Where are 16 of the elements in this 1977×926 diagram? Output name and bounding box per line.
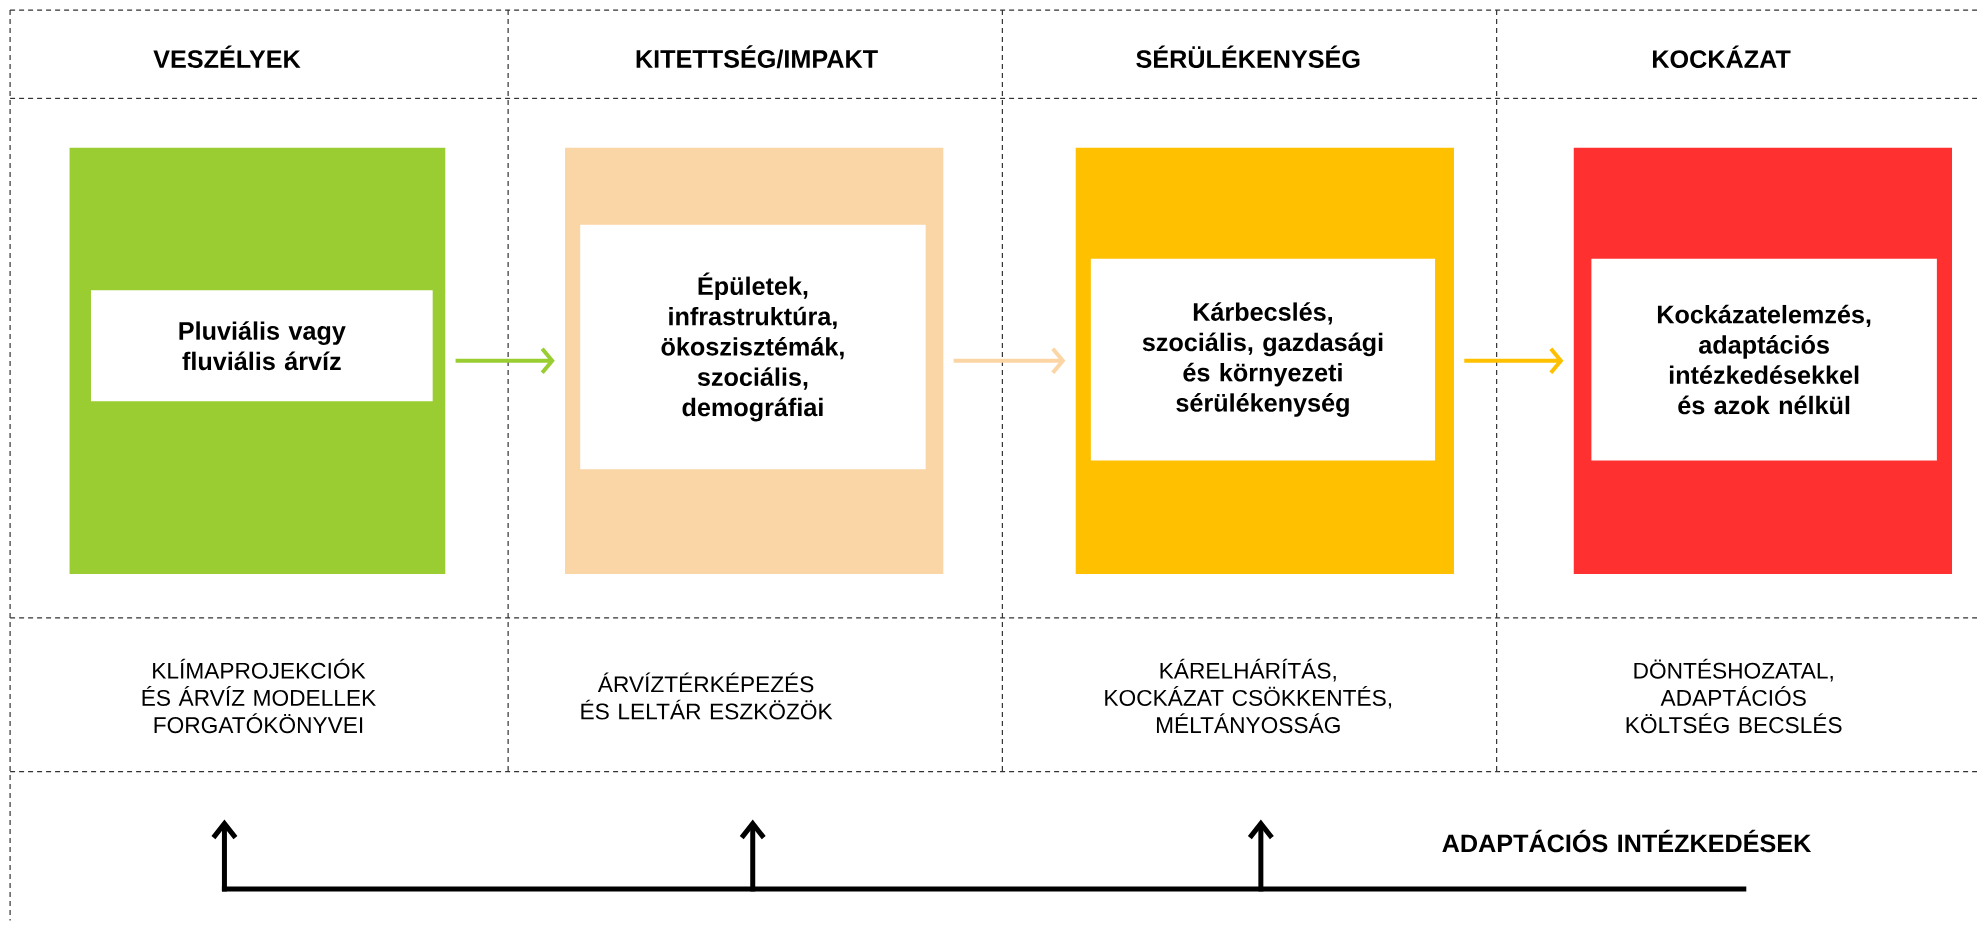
text-box: Épületek, infrastruktúra, ökoszisztémák, szociális, demográfiai [580,224,926,470]
text-box: Pluviális vagy fluviális árvíz [91,290,433,402]
column-header: SÉRÜLÉKENYSÉG [1136,45,1360,69]
column-note: KÁRELHÁRÍTÁS, KOCKÁZAT CSÖKKENTÉS, MÉLTÁNYOSSÁG [1105,658,1392,734]
column-header: VESZÉLYEK [153,45,301,69]
text-box: Kockázatelemzés, adaptációs intézkedésekkel és azok nélkül [1591,258,1937,461]
column-note: KLÍMAPROJEKCIÓK ÉS ÁRVÍZ MODELLEK FORGATÓKÖNYVEI [142,658,376,734]
arrow [1464,347,1564,375]
column-header: ADAPTÁCIÓS INTÉZKEDÉSEK [1442,829,1812,853]
column-note: DÖNTÉSHOZATAL, ADAPTÁCIÓS KÖLTSÉG BECSLÉS [1626,658,1842,734]
arrow [953,347,1066,375]
column-header: KITETTSÉG/IMPAKT [636,45,878,69]
arrow [455,347,555,375]
text-box: Kárbecslés, szociális, gazdasági és környezeti sérülékenység [1090,258,1436,461]
column-header: KOCKÁZAT [1653,45,1791,69]
column-note: ÁRVÍZTÉRKÉPEZÉS ÉS LELTÁR ESZKÖZÖK [581,672,833,720]
